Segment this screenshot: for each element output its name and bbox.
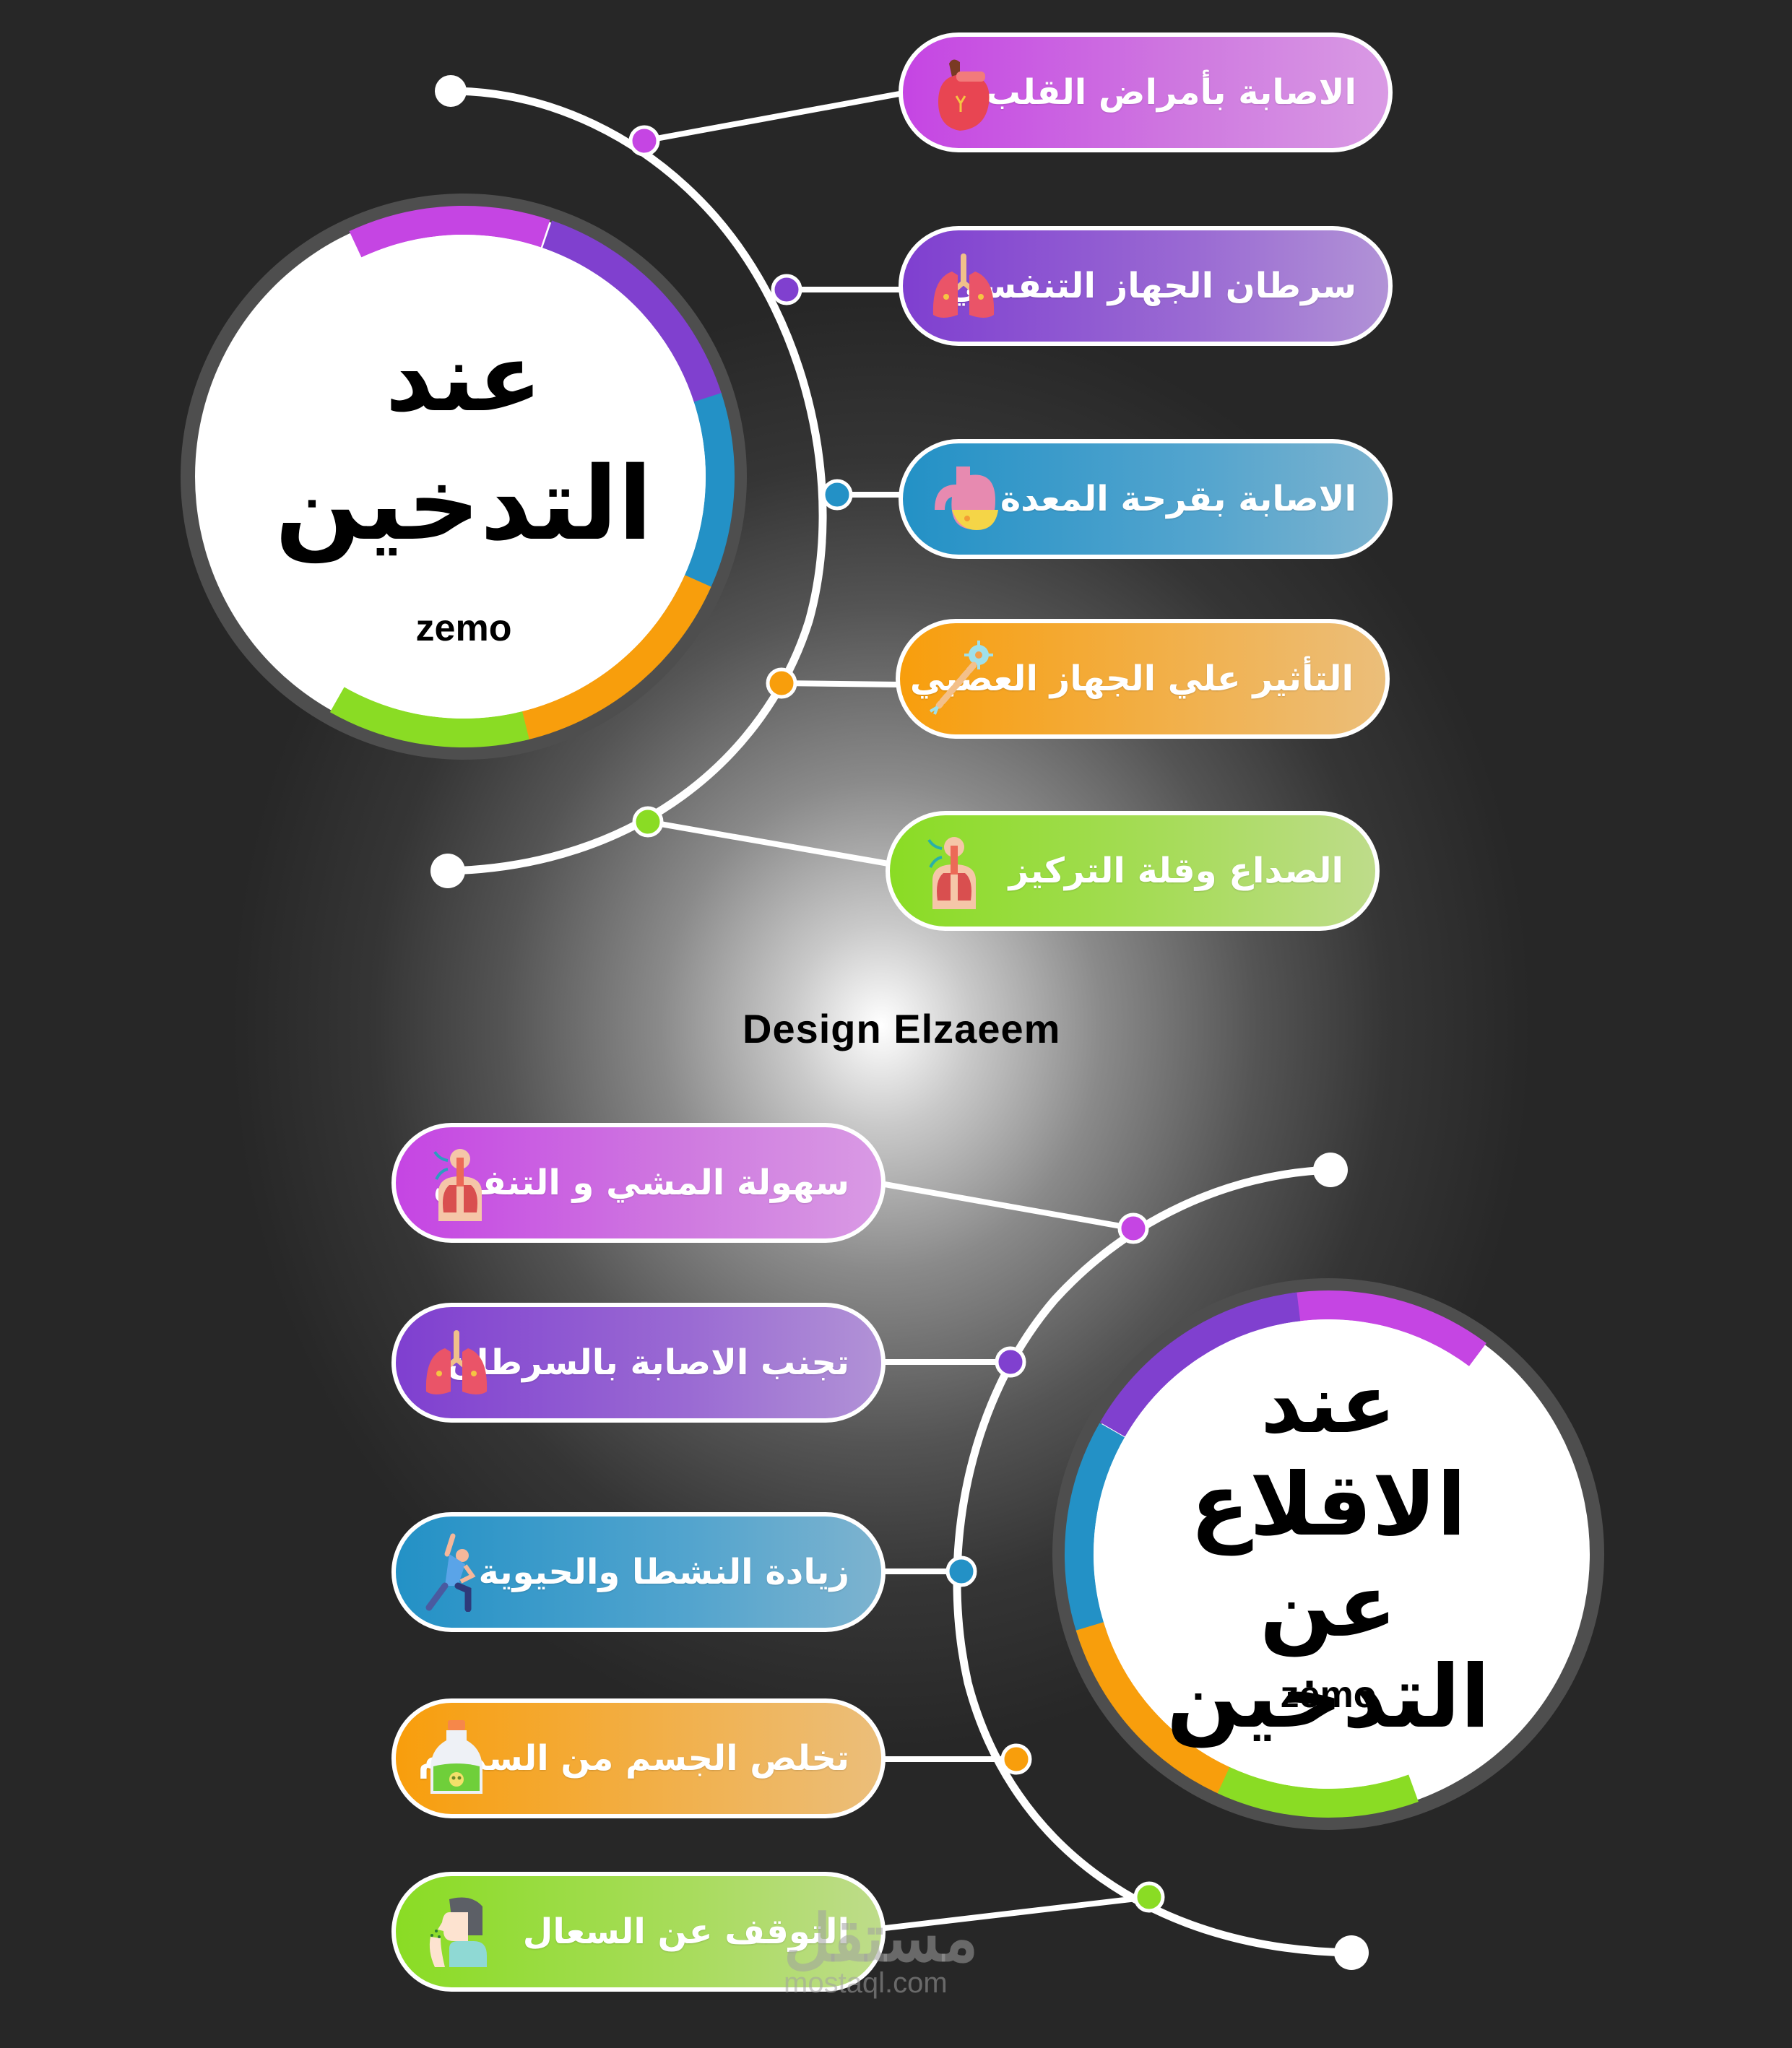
neuron-icon — [925, 639, 997, 719]
top-item-heart-disease: الاصابة بأمراض القلب — [899, 32, 1393, 152]
top-item-respiratory-cancer: سرطان الجهاز التنفسي — [899, 226, 1393, 346]
bottom-hub-title-line1: عند — [1260, 1358, 1396, 1452]
item-label: تجنب الاصابة بالسرطان — [446, 1342, 849, 1383]
bottom-item-detox: تخلص الجسم من السموم — [391, 1698, 886, 1818]
poison-bottle-icon — [420, 1719, 493, 1798]
respiratory-system-icon — [420, 1143, 493, 1223]
item-label: التأثير علي الجهاز العصبي — [909, 659, 1354, 699]
watermark-arabic: مستقل — [784, 1903, 979, 1975]
item-label: سرطان الجهاز التنفسي — [947, 266, 1356, 306]
design-credit: Design Elzaeem — [743, 1006, 1061, 1051]
item-label: تخلص الجسم من السموم — [417, 1738, 849, 1779]
item-label: زيادة النشطا والحيوية — [478, 1552, 850, 1592]
coughing-man-icon — [420, 1892, 493, 1971]
bottom-item-avoid-cancer: تجنب الاصابة بالسرطان — [391, 1303, 886, 1423]
bottom-hub-title-line3: عن التدخين — [1166, 1556, 1490, 1748]
watermark: مستقل mostaql.com — [784, 1906, 978, 2000]
respiratory-system-icon — [914, 831, 987, 911]
item-label: الاصابة بأمراض القلب — [985, 72, 1356, 113]
item-label: الاصابة بقرحة المعدة — [1000, 479, 1356, 519]
lungs-icon — [420, 1323, 493, 1402]
bottom-item-more-energy: زيادة النشطا والحيوية — [391, 1512, 886, 1632]
item-label: سهولة المشي و التنفس — [433, 1163, 849, 1203]
watermark-domain: mostaql.com — [784, 1967, 948, 1999]
stretching-person-icon — [420, 1532, 493, 1613]
bottom-hub-title-line2: الاقلاع — [1190, 1455, 1467, 1555]
item-label: التوقف عن السعال — [522, 1912, 849, 1952]
item-label: الصداع وقلة التركيز — [1008, 851, 1343, 891]
bottom-item-stop-coughing: التوقف عن السعال — [391, 1872, 886, 1992]
top-item-headache: الصداع وقلة التركيز — [886, 811, 1380, 931]
top-hub-subtitle: zemo — [415, 607, 512, 649]
lungs-icon — [927, 246, 1000, 326]
top-hub-title-line2: التدخين — [274, 446, 653, 563]
heart-icon — [927, 53, 1000, 132]
bottom-hub-subtitle: zemo — [1280, 1674, 1377, 1716]
top-item-nervous-system: التأثير علي الجهاز العصبي — [896, 619, 1390, 739]
top-hub: عند التدخين zemo — [222, 235, 706, 719]
top-hub-title-line1: عند — [385, 323, 542, 433]
bottom-item-easier-breathing: سهولة المشي و التنفس — [391, 1123, 886, 1243]
top-item-stomach-ulcer: الاصابة بقرحة المعدة — [899, 439, 1393, 559]
stomach-icon — [927, 459, 1000, 539]
bottom-hub: عند الاقلاع عن التدخين zemo — [1094, 1319, 1563, 1789]
